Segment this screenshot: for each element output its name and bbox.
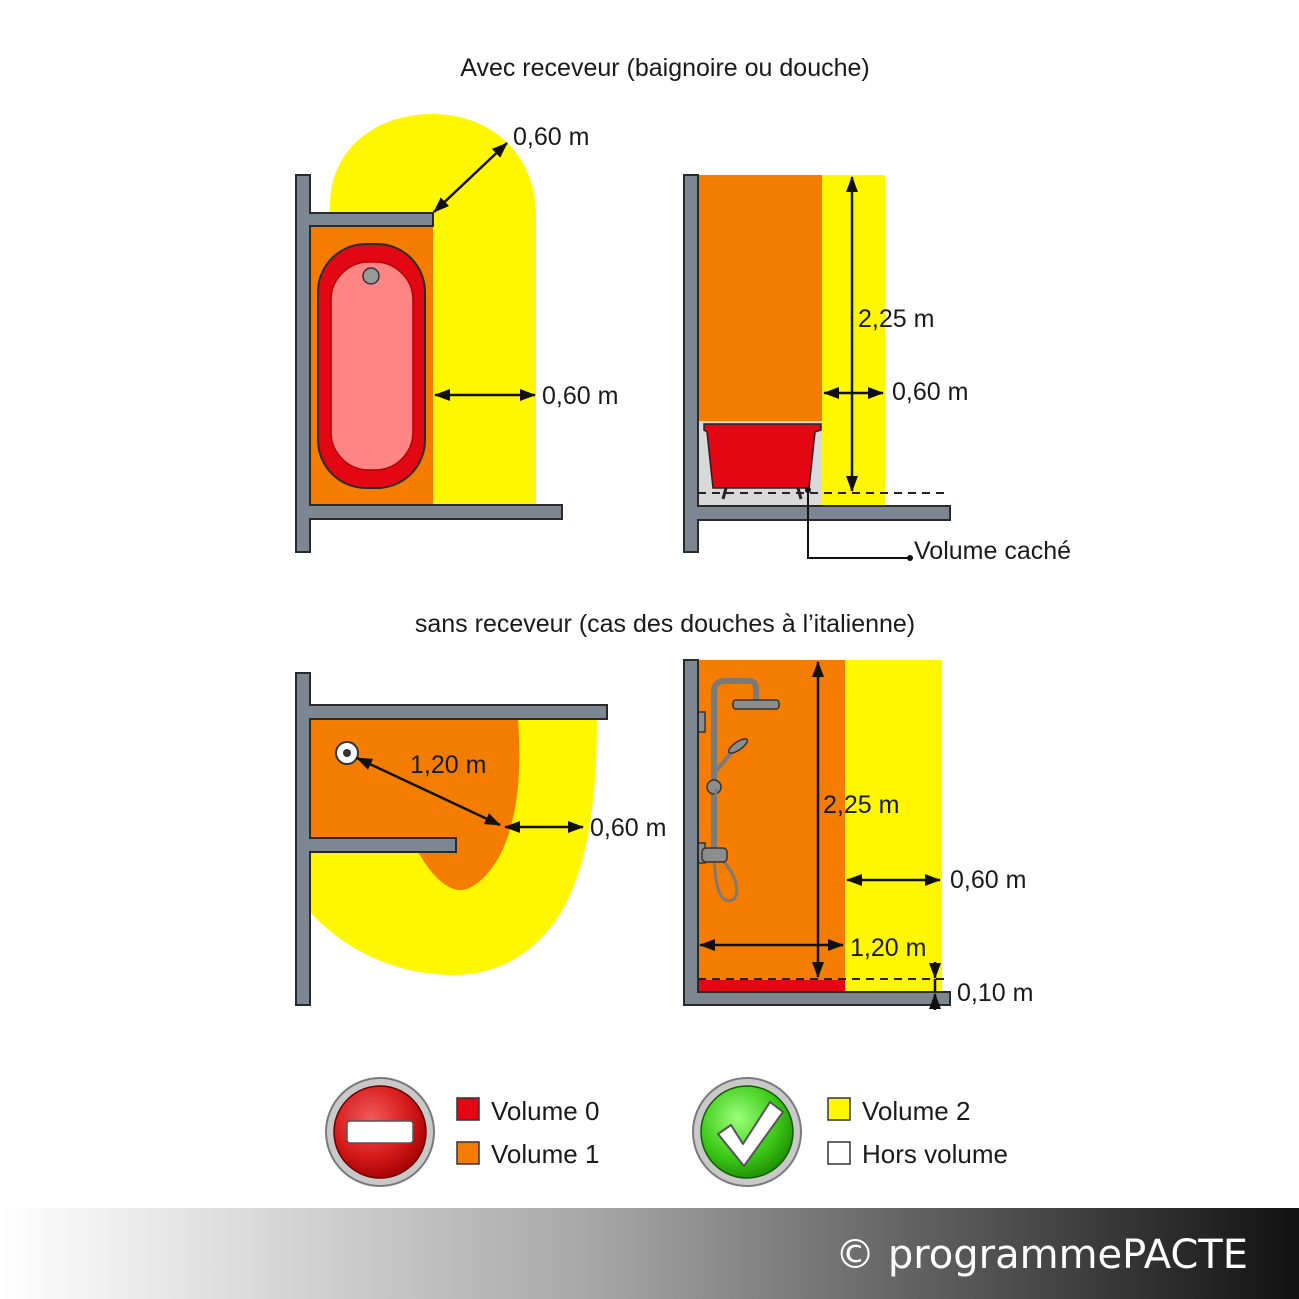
- label-depth: 1,20 m: [850, 934, 926, 962]
- legend-swatch-out-of-volume: [827, 1141, 851, 1165]
- label-side-distance: 0,60 m: [590, 814, 666, 842]
- wall: [295, 174, 563, 553]
- hidden-volume-leader-line: [807, 490, 910, 559]
- volume1-zone: [698, 175, 822, 421]
- volume2-zone: [845, 660, 942, 992]
- dimension-arrow-diagonal: [433, 142, 508, 213]
- volume0-zone: [698, 980, 845, 992]
- label-side-distance: 0,60 m: [950, 866, 1026, 894]
- bathtub-icon: [317, 243, 426, 489]
- legend-label-volume1: Volume 1: [491, 1139, 599, 1169]
- legend-swatch-volume2: [827, 1097, 851, 1121]
- legend-label-out-of-volume: Hors volume: [862, 1139, 1008, 1169]
- wall: [295, 672, 608, 1006]
- label-side-distance: 0,60 m: [892, 378, 968, 406]
- copyright-text: © programmePACTE: [835, 1232, 1248, 1278]
- walkin-plan-view: 1,20 m 0,60 m: [295, 672, 666, 1006]
- label-diagonal-distance: 0,60 m: [513, 123, 589, 151]
- bathtub-side-icon: [703, 423, 822, 500]
- legend-label-volume2: Volume 2: [862, 1096, 970, 1126]
- volume2-zone: [822, 175, 885, 506]
- footer-bar: © programmePACTE: [0, 1208, 1299, 1299]
- check-icon: [692, 1077, 802, 1187]
- title-with-tray: Avec receveur (baignoire ou douche): [460, 54, 870, 82]
- no-entry-icon: [325, 1077, 435, 1187]
- label-radius: 1,20 m: [410, 751, 486, 779]
- label-hidden-volume: Volume caché: [914, 537, 1071, 565]
- drain-icon: [335, 741, 359, 765]
- bathtub-plan-view: 0,60 m 0,60 m: [295, 114, 618, 553]
- walkin-elevation-view: 2,25 m 0,60 m 1,20 m 0,10 m: [683, 659, 1033, 1010]
- label-side-distance: 0,60 m: [542, 382, 618, 410]
- legend-label-volume0: Volume 0: [491, 1096, 599, 1126]
- label-floor-height: 0,10 m: [957, 979, 1033, 1007]
- wall: [683, 174, 951, 553]
- legend-swatch-volume1: [456, 1141, 480, 1165]
- label-height: 2,25 m: [823, 791, 899, 819]
- legend-swatch-volume0: [456, 1097, 480, 1121]
- wall: [683, 659, 951, 1006]
- bathtub-elevation-view: 2,25 m 0,60 m Volume caché: [683, 174, 1071, 565]
- title-without-tray: sans receveur (cas des douches à l’itali…: [415, 610, 915, 638]
- dimension-arrow-radius: [356, 756, 501, 827]
- shower-fixture-icon: [697, 678, 780, 903]
- legend: Volume 0 Volume 1 Volume 2 Hors volume: [325, 1077, 1008, 1187]
- label-height: 2,25 m: [858, 305, 934, 333]
